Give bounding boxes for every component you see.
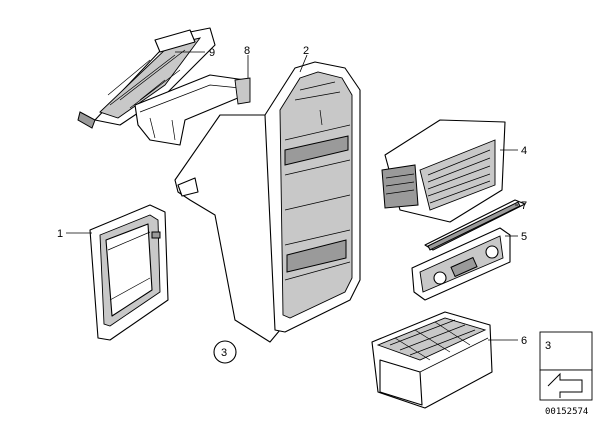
part-5-control-panel[interactable] xyxy=(411,227,511,301)
arrow-icon xyxy=(547,372,583,398)
callout-4: 4 xyxy=(521,145,527,157)
callout-3: 3 xyxy=(221,347,227,359)
part-2-console-housing[interactable] xyxy=(174,61,361,343)
part-1-frame[interactable] xyxy=(89,204,169,341)
callout-6: 6 xyxy=(521,335,527,347)
callout-3-circle[interactable]: 3 xyxy=(213,340,237,364)
document-number: 00152574 xyxy=(545,407,588,417)
part-4-air-vent[interactable] xyxy=(381,119,506,223)
part-6-storage-box[interactable] xyxy=(371,311,493,409)
leader-lines xyxy=(66,51,518,341)
part-7-trim-strip[interactable] xyxy=(424,199,526,251)
callout-7: 7 xyxy=(521,200,527,212)
callout-9: 9 xyxy=(209,47,215,59)
legend-callout-3: 3 xyxy=(545,340,551,352)
callout-8: 8 xyxy=(244,45,250,57)
part-8-bracket-plate[interactable] xyxy=(134,74,251,146)
legend-panel: 3 xyxy=(539,331,593,401)
callout-1: 1 xyxy=(57,228,63,240)
callout-5: 5 xyxy=(521,231,527,243)
callout-2: 2 xyxy=(303,45,309,57)
